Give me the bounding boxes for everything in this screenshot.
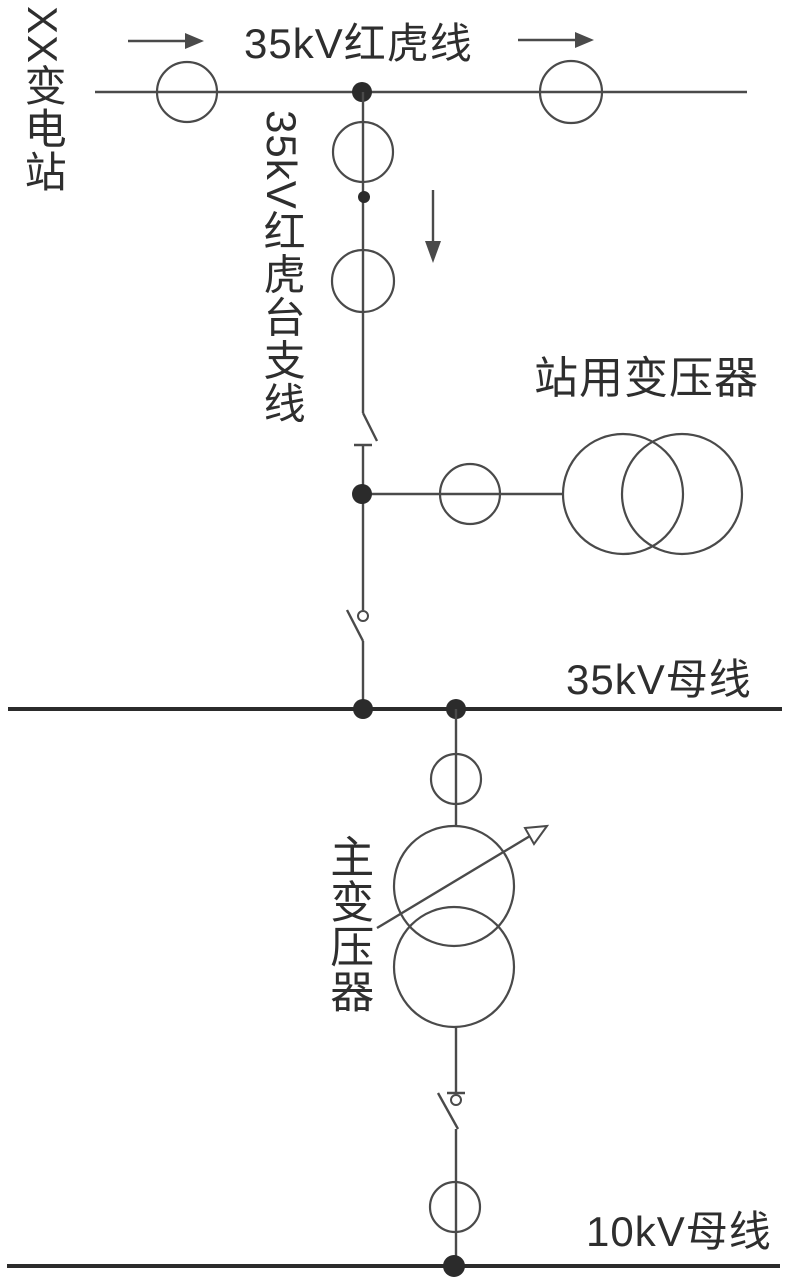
main-transformer-winding-upper xyxy=(392,824,516,948)
bus-35kv xyxy=(8,699,782,719)
tap-junction-dot xyxy=(352,484,372,504)
main-transformer-symbol xyxy=(392,824,516,1029)
bus10-junction-dot xyxy=(443,1255,465,1277)
substation-label: XX变电站 xyxy=(19,6,67,194)
branch-line-label: 35kV红虎台支线 xyxy=(258,110,306,425)
disconnector-lv-side xyxy=(428,1091,482,1266)
branch-switch-circle-upper xyxy=(331,120,395,184)
flow-arrow-left xyxy=(128,33,204,49)
station-transformer-label: 站用变压器 xyxy=(534,354,759,403)
station-transformer-winding-left xyxy=(561,432,685,556)
flow-arrow-right xyxy=(518,32,594,48)
disconnector-lv-contact xyxy=(450,1094,462,1106)
main-transformer-ct-low-circle xyxy=(428,1180,482,1234)
line-switch-circle-left xyxy=(155,60,219,124)
flow-arrow-left-head xyxy=(185,33,204,49)
feeder-line-label: 35kV红虎线 xyxy=(244,20,473,67)
flow-arrow-down xyxy=(425,190,441,263)
main-transformer-ct-high-circle xyxy=(429,752,483,806)
flow-arrow-right-head xyxy=(575,32,594,48)
flow-arrow-down-head xyxy=(425,241,441,263)
line-switch-circle-right xyxy=(538,59,604,125)
tap-changer-arrow-head xyxy=(523,824,550,846)
main-transformer-label: 主变压器 xyxy=(323,834,373,1014)
branch-line xyxy=(330,92,396,413)
disconnector-branch xyxy=(354,412,379,610)
station-transformer-winding-right xyxy=(620,432,744,556)
disconnector-lv-blade xyxy=(436,1092,460,1130)
disconnector-branch-blade xyxy=(361,412,379,442)
feeder-line xyxy=(95,59,747,125)
bus35-branch-junction-dot xyxy=(353,699,373,719)
bus-10kv-label: 10kV母线 xyxy=(586,1208,772,1255)
bus-10kv xyxy=(7,1255,780,1277)
branch-switch-circle-lower xyxy=(330,248,396,314)
station-transformer-branch xyxy=(352,432,744,556)
disconnector-bus-side-blade xyxy=(345,609,365,642)
tap-changer-arrow-shaft xyxy=(376,834,531,930)
station-transformer-symbol xyxy=(561,432,744,556)
disconnector-bus-side-contact xyxy=(357,610,369,622)
branch-node-dot xyxy=(358,191,370,203)
station-transformer-ct-circle xyxy=(438,462,502,526)
disconnector-bus-side xyxy=(345,609,369,709)
main-transformer-branch xyxy=(376,709,550,1092)
bus-35kv-label: 35kV母线 xyxy=(566,656,752,703)
tap-changer-arrow xyxy=(376,824,550,930)
main-transformer-winding-lower xyxy=(392,905,516,1029)
